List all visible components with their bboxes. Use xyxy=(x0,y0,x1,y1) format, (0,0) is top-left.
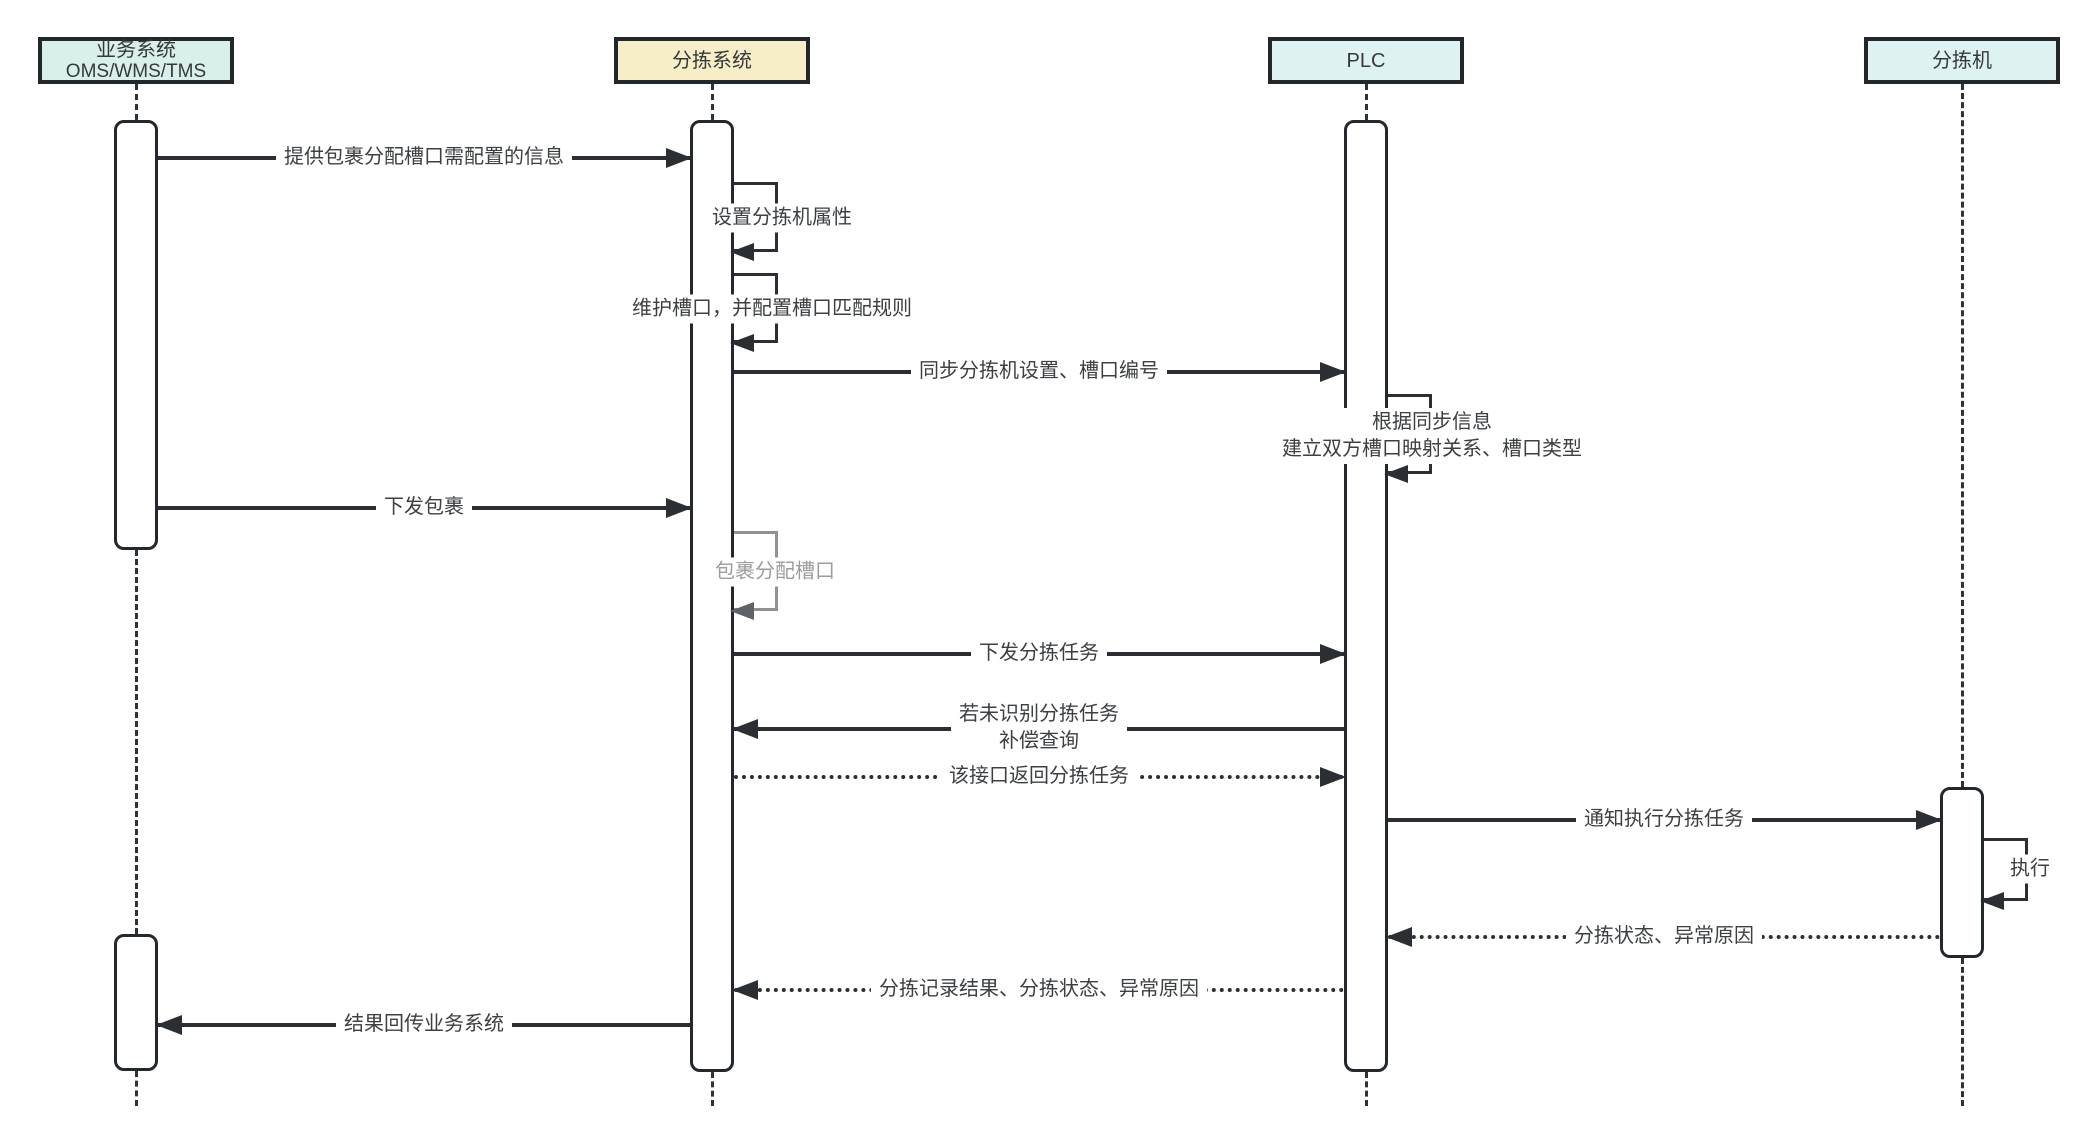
arrowhead-right-icon xyxy=(1320,362,1346,382)
self-message-label: 包裹分配槽口 xyxy=(709,557,841,587)
arrowhead-left-icon xyxy=(1384,465,1408,483)
arrowhead-right-icon xyxy=(666,498,692,518)
self-message-label-line1: 根据同步信息 xyxy=(1372,411,1492,433)
arrowhead-left-icon xyxy=(732,719,758,739)
lifeline-business-system xyxy=(135,1071,138,1106)
message-label: 该接口返回分拣任务 xyxy=(941,761,1137,791)
message-label-line2: 补偿查询 xyxy=(999,729,1079,752)
self-message-label-line2: 建立双方槽口映射关系、槽口类型 xyxy=(1282,438,1582,460)
actor-label: 分拣机 xyxy=(1932,49,1992,72)
message-label: 分拣记录结果、分拣状态、异常原因 xyxy=(871,974,1207,1004)
lifeline-sorter xyxy=(1961,84,1964,787)
arrowhead-left-icon xyxy=(1980,892,2004,910)
arrowhead-right-icon xyxy=(1320,644,1346,664)
message-label: 结果回传业务系统 xyxy=(336,1009,512,1039)
arrowhead-left-icon xyxy=(1386,927,1412,947)
message-label-line1: 若未识别分拣任务 xyxy=(959,702,1119,725)
arrowhead-left-icon xyxy=(730,334,754,352)
actor-plc: PLC xyxy=(1268,37,1464,84)
actor-label: PLC xyxy=(1346,49,1386,72)
actor-sorter: 分拣机 xyxy=(1864,37,2060,84)
lifeline-sorting-system xyxy=(711,84,714,120)
message-label: 若未识别分拣任务 补偿查询 xyxy=(951,699,1127,756)
actor-sorting-system: 分拣系统 xyxy=(614,37,810,84)
message-label: 同步分拣机设置、槽口编号 xyxy=(911,356,1167,386)
message-label: 下发分拣任务 xyxy=(971,638,1107,668)
actor-label: 分拣系统 xyxy=(672,49,752,72)
lifeline-sorting-system xyxy=(711,1072,714,1106)
activation-bar-business-system-2 xyxy=(114,934,158,1071)
message-label: 下发包裹 xyxy=(376,492,472,522)
lifeline-plc xyxy=(1365,84,1368,120)
self-message-label: 根据同步信息 建立双方槽口映射关系、槽口类型 xyxy=(1276,408,1588,464)
arrowhead-right-icon xyxy=(1320,767,1346,787)
self-message-label: 维护槽口，并配置槽口匹配规则 xyxy=(626,294,918,324)
activation-bar-business-system-1 xyxy=(114,120,158,550)
self-message-label: 设置分拣机属性 xyxy=(706,203,858,233)
lifeline-sorter xyxy=(1961,958,1964,1106)
message-label: 分拣状态、异常原因 xyxy=(1566,921,1762,951)
lifeline-business-system xyxy=(135,84,138,120)
message-label: 通知执行分拣任务 xyxy=(1576,804,1752,834)
self-message-label: 执行 xyxy=(2004,854,2056,884)
activation-bar-plc xyxy=(1344,120,1388,1072)
arrowhead-left-icon xyxy=(730,243,754,261)
lifeline-plc xyxy=(1365,1072,1368,1106)
actor-label: 业务系统 xyxy=(96,38,176,61)
arrowhead-right-icon xyxy=(1916,810,1942,830)
arrowhead-left-icon xyxy=(156,1015,182,1035)
message-label: 提供包裹分配槽口需配置的信息 xyxy=(276,142,572,172)
arrowhead-right-icon xyxy=(666,148,692,168)
actor-business-system: 业务系统 OMS/WMS/TMS xyxy=(38,37,234,84)
arrowhead-left-icon xyxy=(732,980,758,1000)
lifeline-business-system xyxy=(135,550,138,934)
actor-sublabel: OMS/WMS/TMS xyxy=(65,60,207,82)
activation-bar-sorting-system xyxy=(690,120,734,1072)
arrowhead-left-icon xyxy=(730,602,754,620)
activation-bar-sorter xyxy=(1940,787,1984,958)
